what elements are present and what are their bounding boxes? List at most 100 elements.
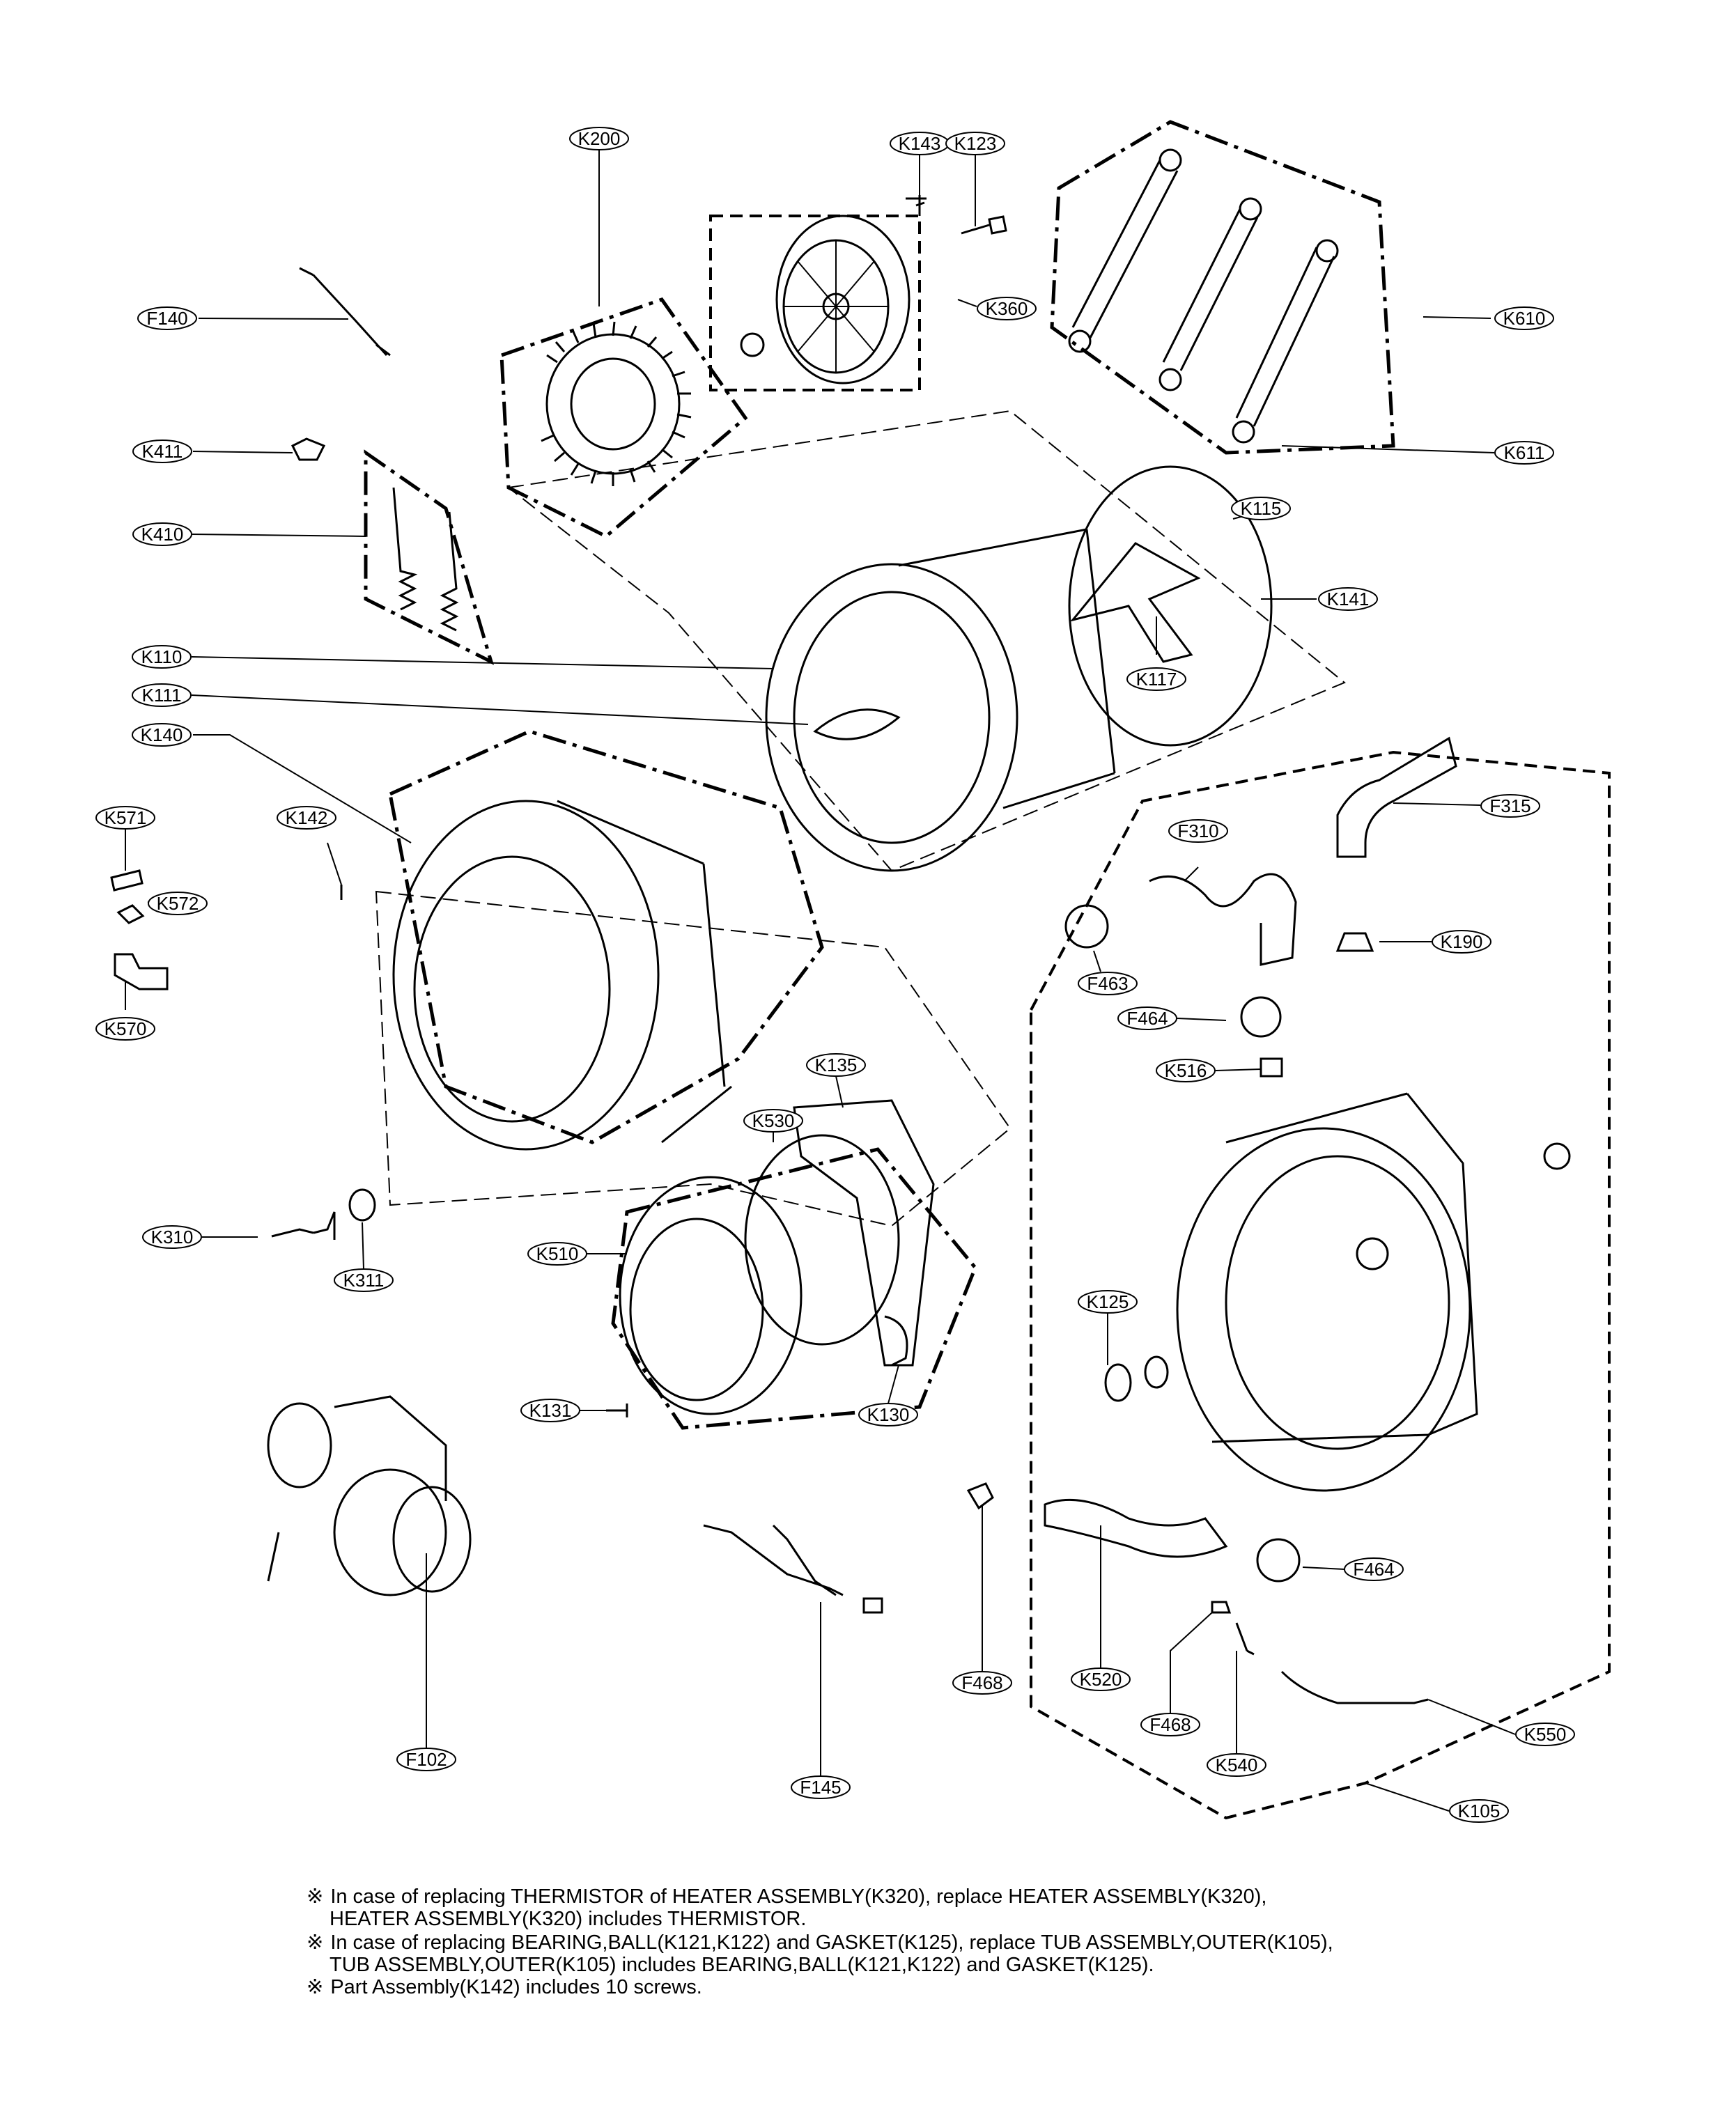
label-K530[interactable]: K530: [743, 1109, 803, 1133]
svg-text:K110: K110: [141, 646, 183, 667]
wire-f140: [299, 267, 391, 357]
svg-text:F145: F145: [800, 1777, 841, 1798]
label-K140[interactable]: K140: [132, 723, 192, 747]
svg-text:F315: F315: [1489, 795, 1530, 816]
svg-text:K516: K516: [1165, 1060, 1207, 1081]
label-K125[interactable]: K125: [1078, 1290, 1138, 1314]
assembly-guide-outline: [375, 410, 1346, 1227]
spring-group-outline: [364, 449, 495, 665]
label-K130[interactable]: K130: [858, 1403, 918, 1426]
label-K510[interactable]: K510: [527, 1242, 587, 1266]
connector-f145: [862, 1597, 883, 1614]
label-K110[interactable]: K110: [132, 645, 192, 669]
label-F315[interactable]: F315: [1480, 794, 1540, 818]
svg-text:K111: K111: [142, 685, 182, 706]
clamp-f464-top: [1240, 996, 1282, 1038]
svg-text:K571: K571: [104, 807, 147, 828]
svg-text:K131: K131: [529, 1400, 572, 1421]
label-K516[interactable]: K516: [1156, 1059, 1216, 1082]
label-K142[interactable]: K142: [277, 806, 336, 830]
svg-text:K410: K410: [141, 524, 184, 545]
label-K311[interactable]: K311: [334, 1268, 394, 1292]
svg-text:K200: K200: [578, 128, 621, 149]
sensor-k540: [1235, 1622, 1255, 1656]
label-K105[interactable]: K105: [1449, 1799, 1509, 1823]
label-K117[interactable]: K117: [1126, 667, 1186, 691]
svg-text:K135: K135: [815, 1055, 858, 1075]
cap-k571: [110, 869, 144, 892]
label-K360[interactable]: K360: [977, 297, 1037, 320]
svg-text:K140: K140: [141, 724, 183, 745]
note-bearing-line2: TUB ASSEMBLY,OUTER(K105) includes BEARIN…: [330, 1954, 1154, 1976]
label-F464-lower[interactable]: F464: [1344, 1557, 1404, 1581]
label-K310[interactable]: K310: [142, 1225, 202, 1249]
label-F310[interactable]: F310: [1168, 819, 1228, 843]
label-K610[interactable]: K610: [1494, 306, 1554, 330]
label-K115[interactable]: K115: [1231, 497, 1291, 520]
label-K131[interactable]: K131: [520, 1399, 580, 1422]
label-K570[interactable]: K570: [95, 1017, 155, 1041]
label-K572[interactable]: K572: [148, 892, 208, 915]
weight-k130: [884, 1315, 908, 1367]
label-K520[interactable]: K520: [1071, 1667, 1131, 1691]
label-F468-left[interactable]: F468: [952, 1671, 1012, 1695]
gasket-k125: [1104, 1363, 1132, 1402]
label-K540[interactable]: K540: [1207, 1753, 1266, 1777]
label-K135[interactable]: K135: [806, 1053, 866, 1077]
svg-text:K130: K130: [867, 1404, 910, 1425]
svg-text:K520: K520: [1080, 1669, 1122, 1690]
svg-text:K550: K550: [1524, 1724, 1567, 1745]
tub-front-group-outline: [388, 729, 824, 1144]
hose-f315: [1336, 736, 1457, 858]
label-K611[interactable]: K611: [1494, 441, 1554, 465]
label-K550[interactable]: K550: [1515, 1723, 1575, 1746]
label-K141[interactable]: K141: [1318, 587, 1378, 611]
svg-text:K125: K125: [1087, 1291, 1129, 1312]
svg-text:K141: K141: [1327, 589, 1370, 609]
gasket-part: [619, 1176, 803, 1415]
damper-group-outline: [1050, 120, 1395, 455]
bolt-k123: [961, 215, 1007, 235]
label-K190[interactable]: K190: [1432, 930, 1491, 954]
svg-text:K360: K360: [986, 298, 1028, 319]
clip-f468a: [966, 1482, 994, 1510]
callout-labels: K200 K143 K123 K360 K610 K611 F140 K411 …: [95, 127, 1575, 1823]
label-F463[interactable]: F463: [1078, 972, 1138, 995]
label-F102[interactable]: F102: [396, 1748, 456, 1771]
label-F464-upper[interactable]: F464: [1117, 1006, 1177, 1030]
label-K123[interactable]: K123: [945, 132, 1005, 155]
svg-text:K123: K123: [954, 133, 997, 154]
label-F140[interactable]: F140: [137, 306, 197, 330]
elbow-k570: [114, 953, 169, 990]
note-symbol: ※: [307, 1976, 324, 1998]
svg-text:K190: K190: [1441, 931, 1483, 952]
svg-text:K311: K311: [343, 1270, 385, 1291]
svg-text:F310: F310: [1177, 821, 1218, 841]
pulley-box-outline: [709, 215, 921, 391]
note-screws: ※Part Assembly(K142) includes 10 screws.: [307, 1977, 702, 1998]
svg-text:K115: K115: [1241, 498, 1282, 519]
svg-text:F140: F140: [146, 308, 187, 329]
valve-k190: [1335, 932, 1374, 952]
note-bearing-line1: ※In case of replacing BEARING,BALL(K121,…: [307, 1932, 1333, 1953]
svg-text:F468: F468: [1149, 1714, 1191, 1735]
note-heater-line2: HEATER ASSEMBLY(K320) includes THERMISTO…: [330, 1908, 807, 1930]
svg-text:K570: K570: [104, 1018, 147, 1039]
svg-text:K610: K610: [1503, 308, 1546, 329]
label-K143[interactable]: K143: [890, 132, 950, 155]
label-K111[interactable]: K111: [132, 683, 192, 707]
hub-part: [740, 332, 765, 357]
label-K571[interactable]: K571: [95, 806, 155, 830]
label-K411[interactable]: K411: [132, 440, 192, 463]
hose-f310: [1149, 873, 1297, 966]
rotor-part: [740, 215, 910, 384]
label-F145[interactable]: F145: [791, 1775, 851, 1799]
harness-f145: [703, 1524, 844, 1596]
note-symbol: ※: [307, 1886, 324, 1908]
label-K200[interactable]: K200: [569, 127, 629, 150]
svg-text:K117: K117: [1136, 669, 1177, 690]
label-K410[interactable]: K410: [132, 522, 192, 546]
box-outlines: [709, 215, 1611, 1820]
label-F468-right[interactable]: F468: [1140, 1713, 1200, 1736]
